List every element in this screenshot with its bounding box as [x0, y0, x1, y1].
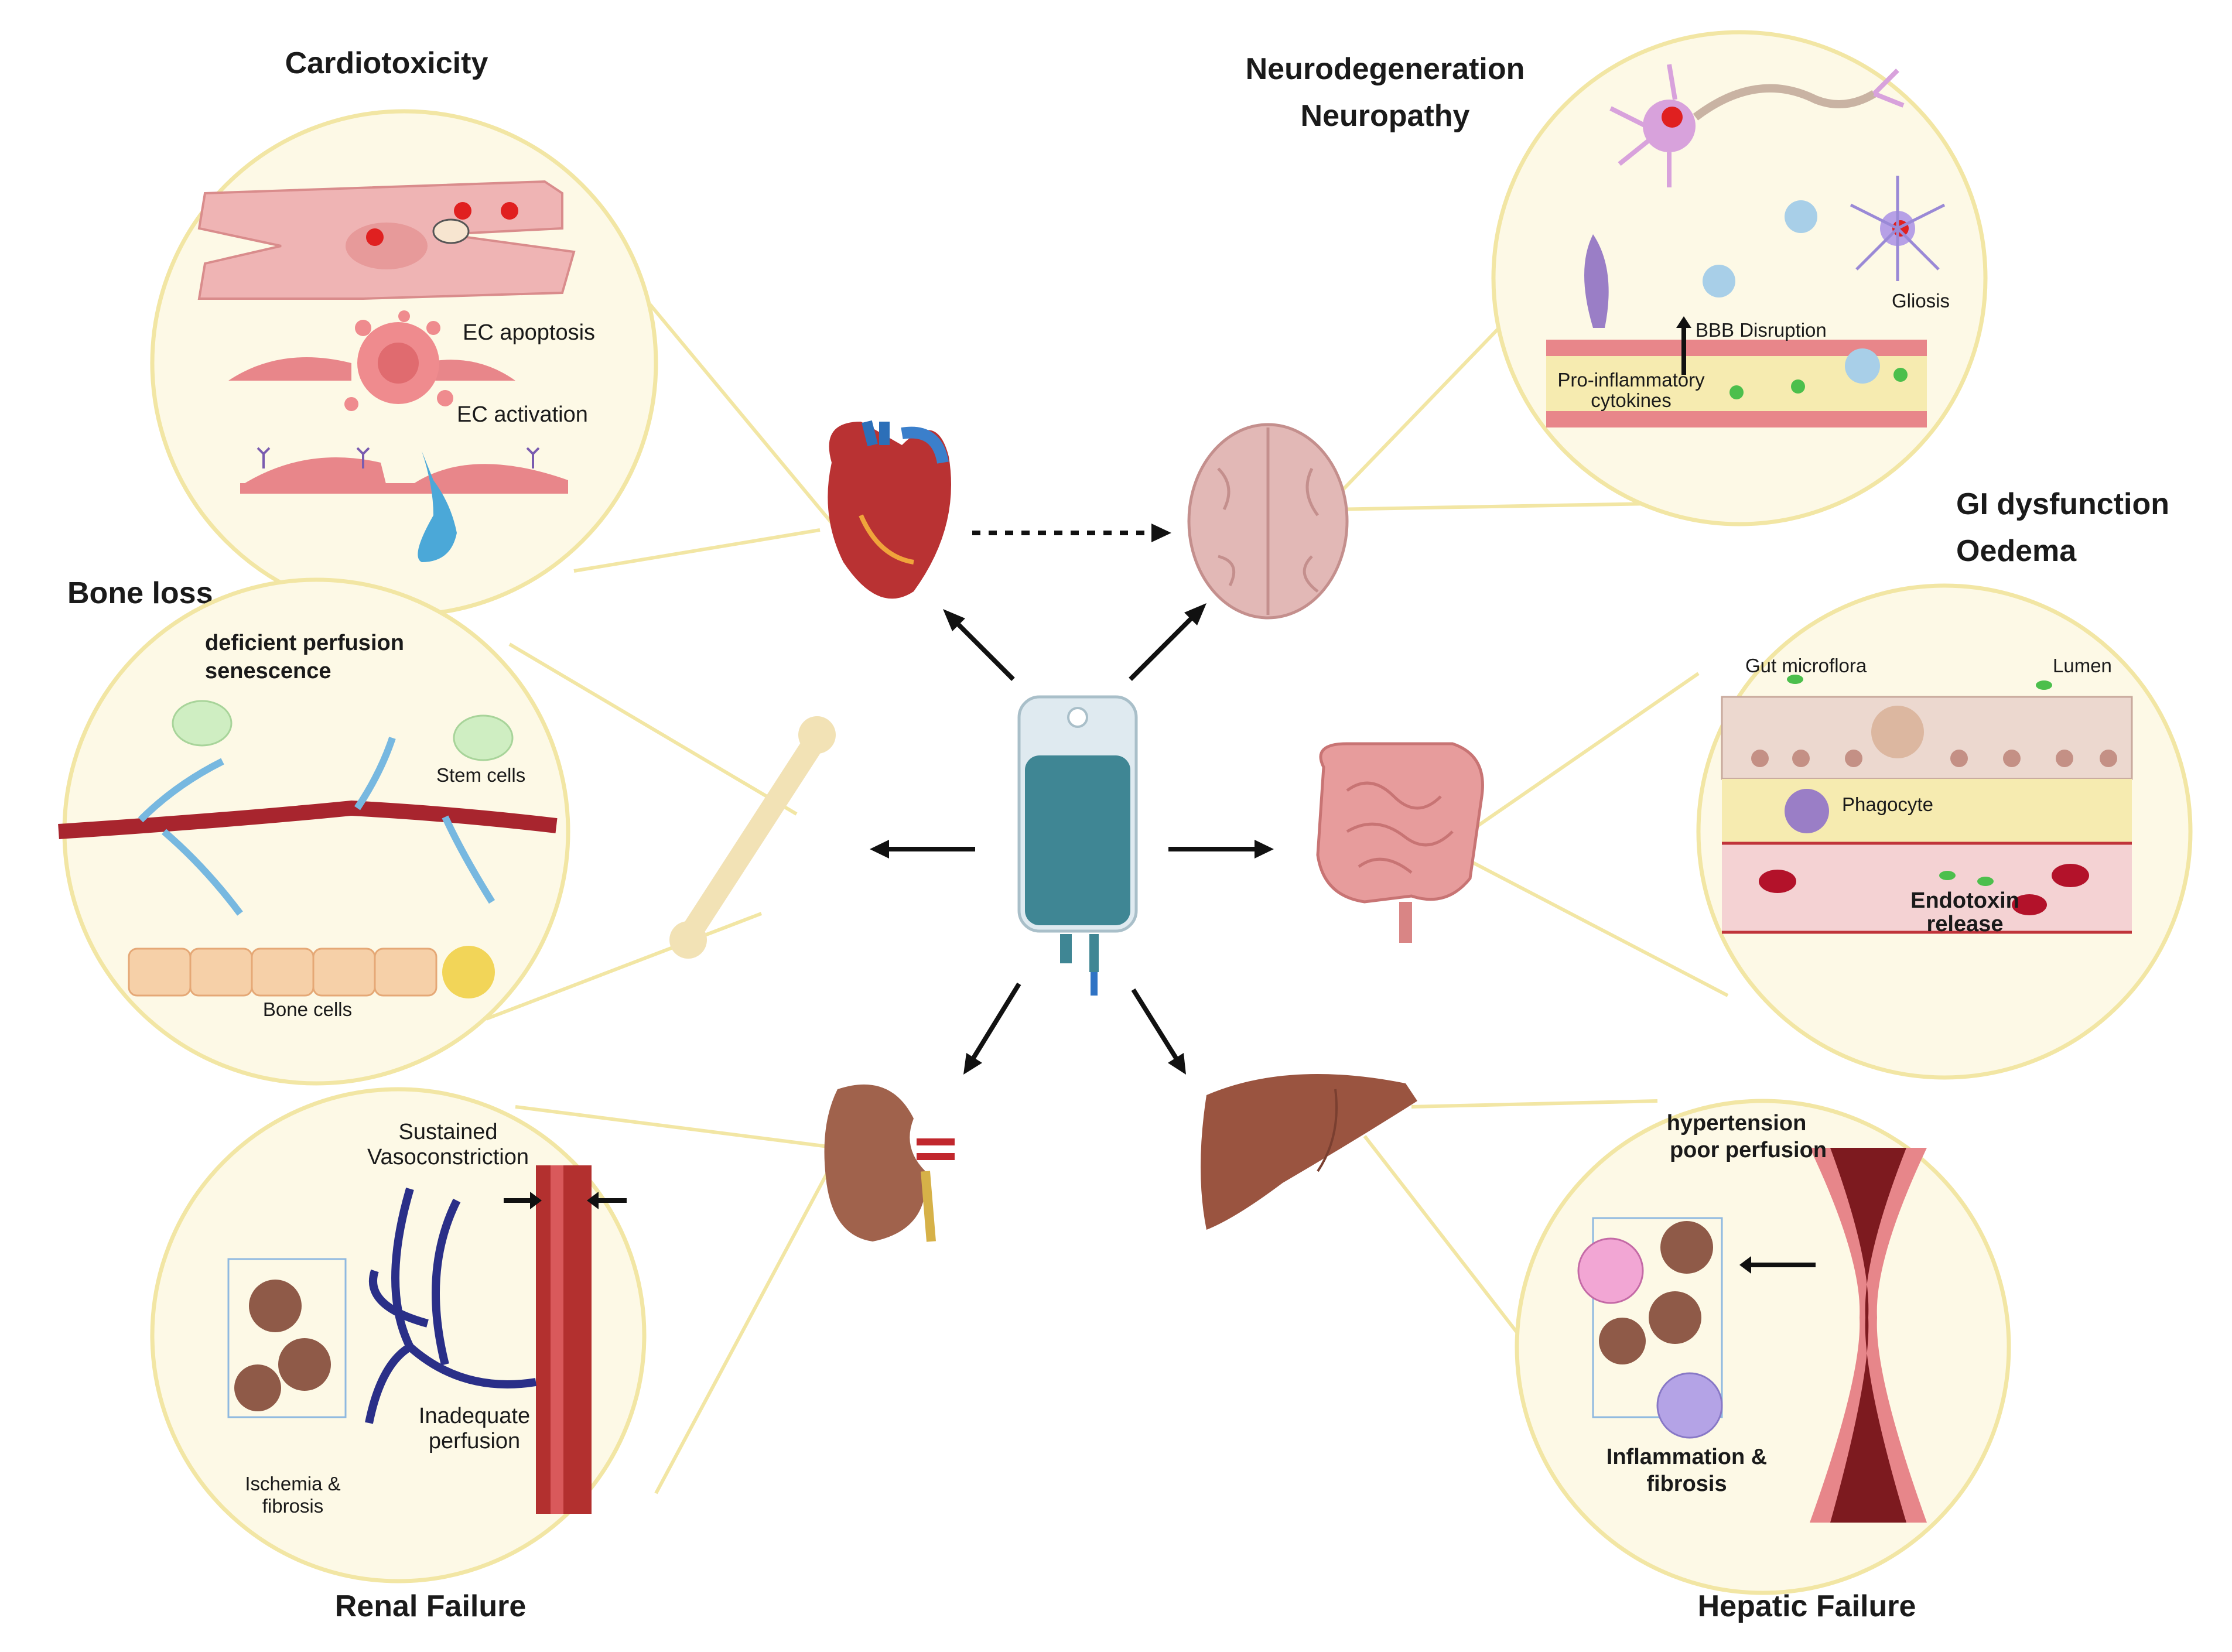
arrow-to-kidney — [963, 982, 1021, 1075]
dotted-arrow-heart-to-brain — [972, 524, 1171, 542]
label-gut-microflora: Gut microflora — [1745, 655, 1867, 676]
arrow-to-liver — [1131, 988, 1186, 1075]
neuron-illustration — [1609, 64, 1905, 187]
endothelial-apoptosis-illustration — [228, 310, 515, 411]
renal-vessel-illustration — [227, 1165, 627, 1514]
neuro-panel: Gliosis BBB Disruption Pro-inflammatory … — [1491, 30, 1988, 526]
label-cytokines-line1: Pro-inflammatory — [1557, 369, 1705, 391]
arrow-to-intestine — [1168, 840, 1274, 859]
bone-vessel-illustration — [58, 700, 558, 998]
title-neurodegeneration: Neurodegeneration — [1246, 52, 1525, 86]
bbb-vessel-illustration — [1546, 234, 1927, 427]
label-ec-apoptosis: EC apoptosis — [463, 320, 595, 345]
microglia-illustration — [1703, 200, 1817, 297]
title-neuropathy: Neuropathy — [1301, 99, 1470, 133]
hepatic-panel: hypertension poor perfusion Inflammation… — [1515, 1099, 2011, 1595]
cardiotoxicity-panel: EC apoptosis EC activation — [150, 109, 658, 617]
label-vasoconstriction: Vasoconstriction — [367, 1145, 529, 1169]
label-cytokines-line2: cytokines — [1591, 389, 1672, 411]
label-hypertension: hypertension — [1667, 1111, 1807, 1135]
iv-bag-icon — [1017, 695, 1138, 996]
intestine-icon — [1316, 742, 1484, 943]
label-deficient-perfusion: deficient perfusion — [205, 631, 404, 655]
title-gi-dysfunction: GI dysfunction — [1956, 487, 2169, 521]
title-bone-loss: Bone loss — [67, 576, 213, 610]
label-endotoxin-line1: Endotoxin — [1910, 888, 2019, 913]
label-ischemia-line2: fibrosis — [262, 1495, 324, 1517]
title-cardiotoxicity: Cardiotoxicity — [285, 46, 488, 80]
heart-icon — [828, 420, 951, 599]
liver-icon — [1201, 1074, 1417, 1230]
label-lumen: Lumen — [2053, 655, 2112, 676]
label-endotoxin-line2: release — [1926, 912, 2003, 936]
label-renal-perfusion: perfusion — [429, 1429, 520, 1453]
hepatic-vessel-illustration — [1577, 1148, 1927, 1523]
renal-panel: Sustained Vasoconstriction Inadequate pe… — [150, 1087, 647, 1583]
label-phagocyte: Phagocyte — [1842, 793, 1933, 815]
arrow-to-heart — [943, 609, 1015, 681]
kidney-icon — [824, 1084, 955, 1242]
cardiomyocyte-illustration — [197, 180, 576, 300]
brain-icon — [1187, 423, 1349, 620]
label-ischemia-line1: Ischemia & — [245, 1473, 340, 1494]
label-sustained: Sustained — [398, 1120, 497, 1144]
gut-epithelium-illustration — [1721, 675, 2133, 934]
label-poor-perfusion: poor perfusion — [1670, 1138, 1827, 1162]
label-inflammation-line2: fibrosis — [1646, 1472, 1727, 1496]
title-oedema: Oedema — [1956, 534, 2077, 568]
bone-panel: deficient perfusion senescence Stem cell… — [58, 577, 570, 1086]
gi-panel: Gut microflora Lumen Phagocyte Endotoxin… — [1696, 583, 2193, 1080]
label-bone-cells: Bone cells — [263, 998, 352, 1020]
title-hepatic-failure: Hepatic Failure — [1698, 1589, 1916, 1623]
title-renal-failure: Renal Failure — [335, 1589, 527, 1623]
label-inflammation-line1: Inflammation & — [1607, 1445, 1767, 1469]
label-bbb-disruption: BBB Disruption — [1696, 319, 1827, 341]
label-gliosis: Gliosis — [1892, 290, 1950, 312]
astrocyte-illustration — [1850, 176, 1946, 281]
bone-icon — [669, 716, 836, 959]
arrow-to-brain — [1129, 603, 1206, 681]
label-inadequate: Inadequate — [419, 1404, 530, 1428]
endothelial-activation-illustration — [240, 447, 568, 562]
label-ec-activation: EC activation — [457, 402, 588, 427]
arrow-to-bone — [870, 840, 975, 859]
label-senescence: senescence — [205, 659, 331, 683]
label-stem-cells: Stem cells — [436, 764, 525, 786]
